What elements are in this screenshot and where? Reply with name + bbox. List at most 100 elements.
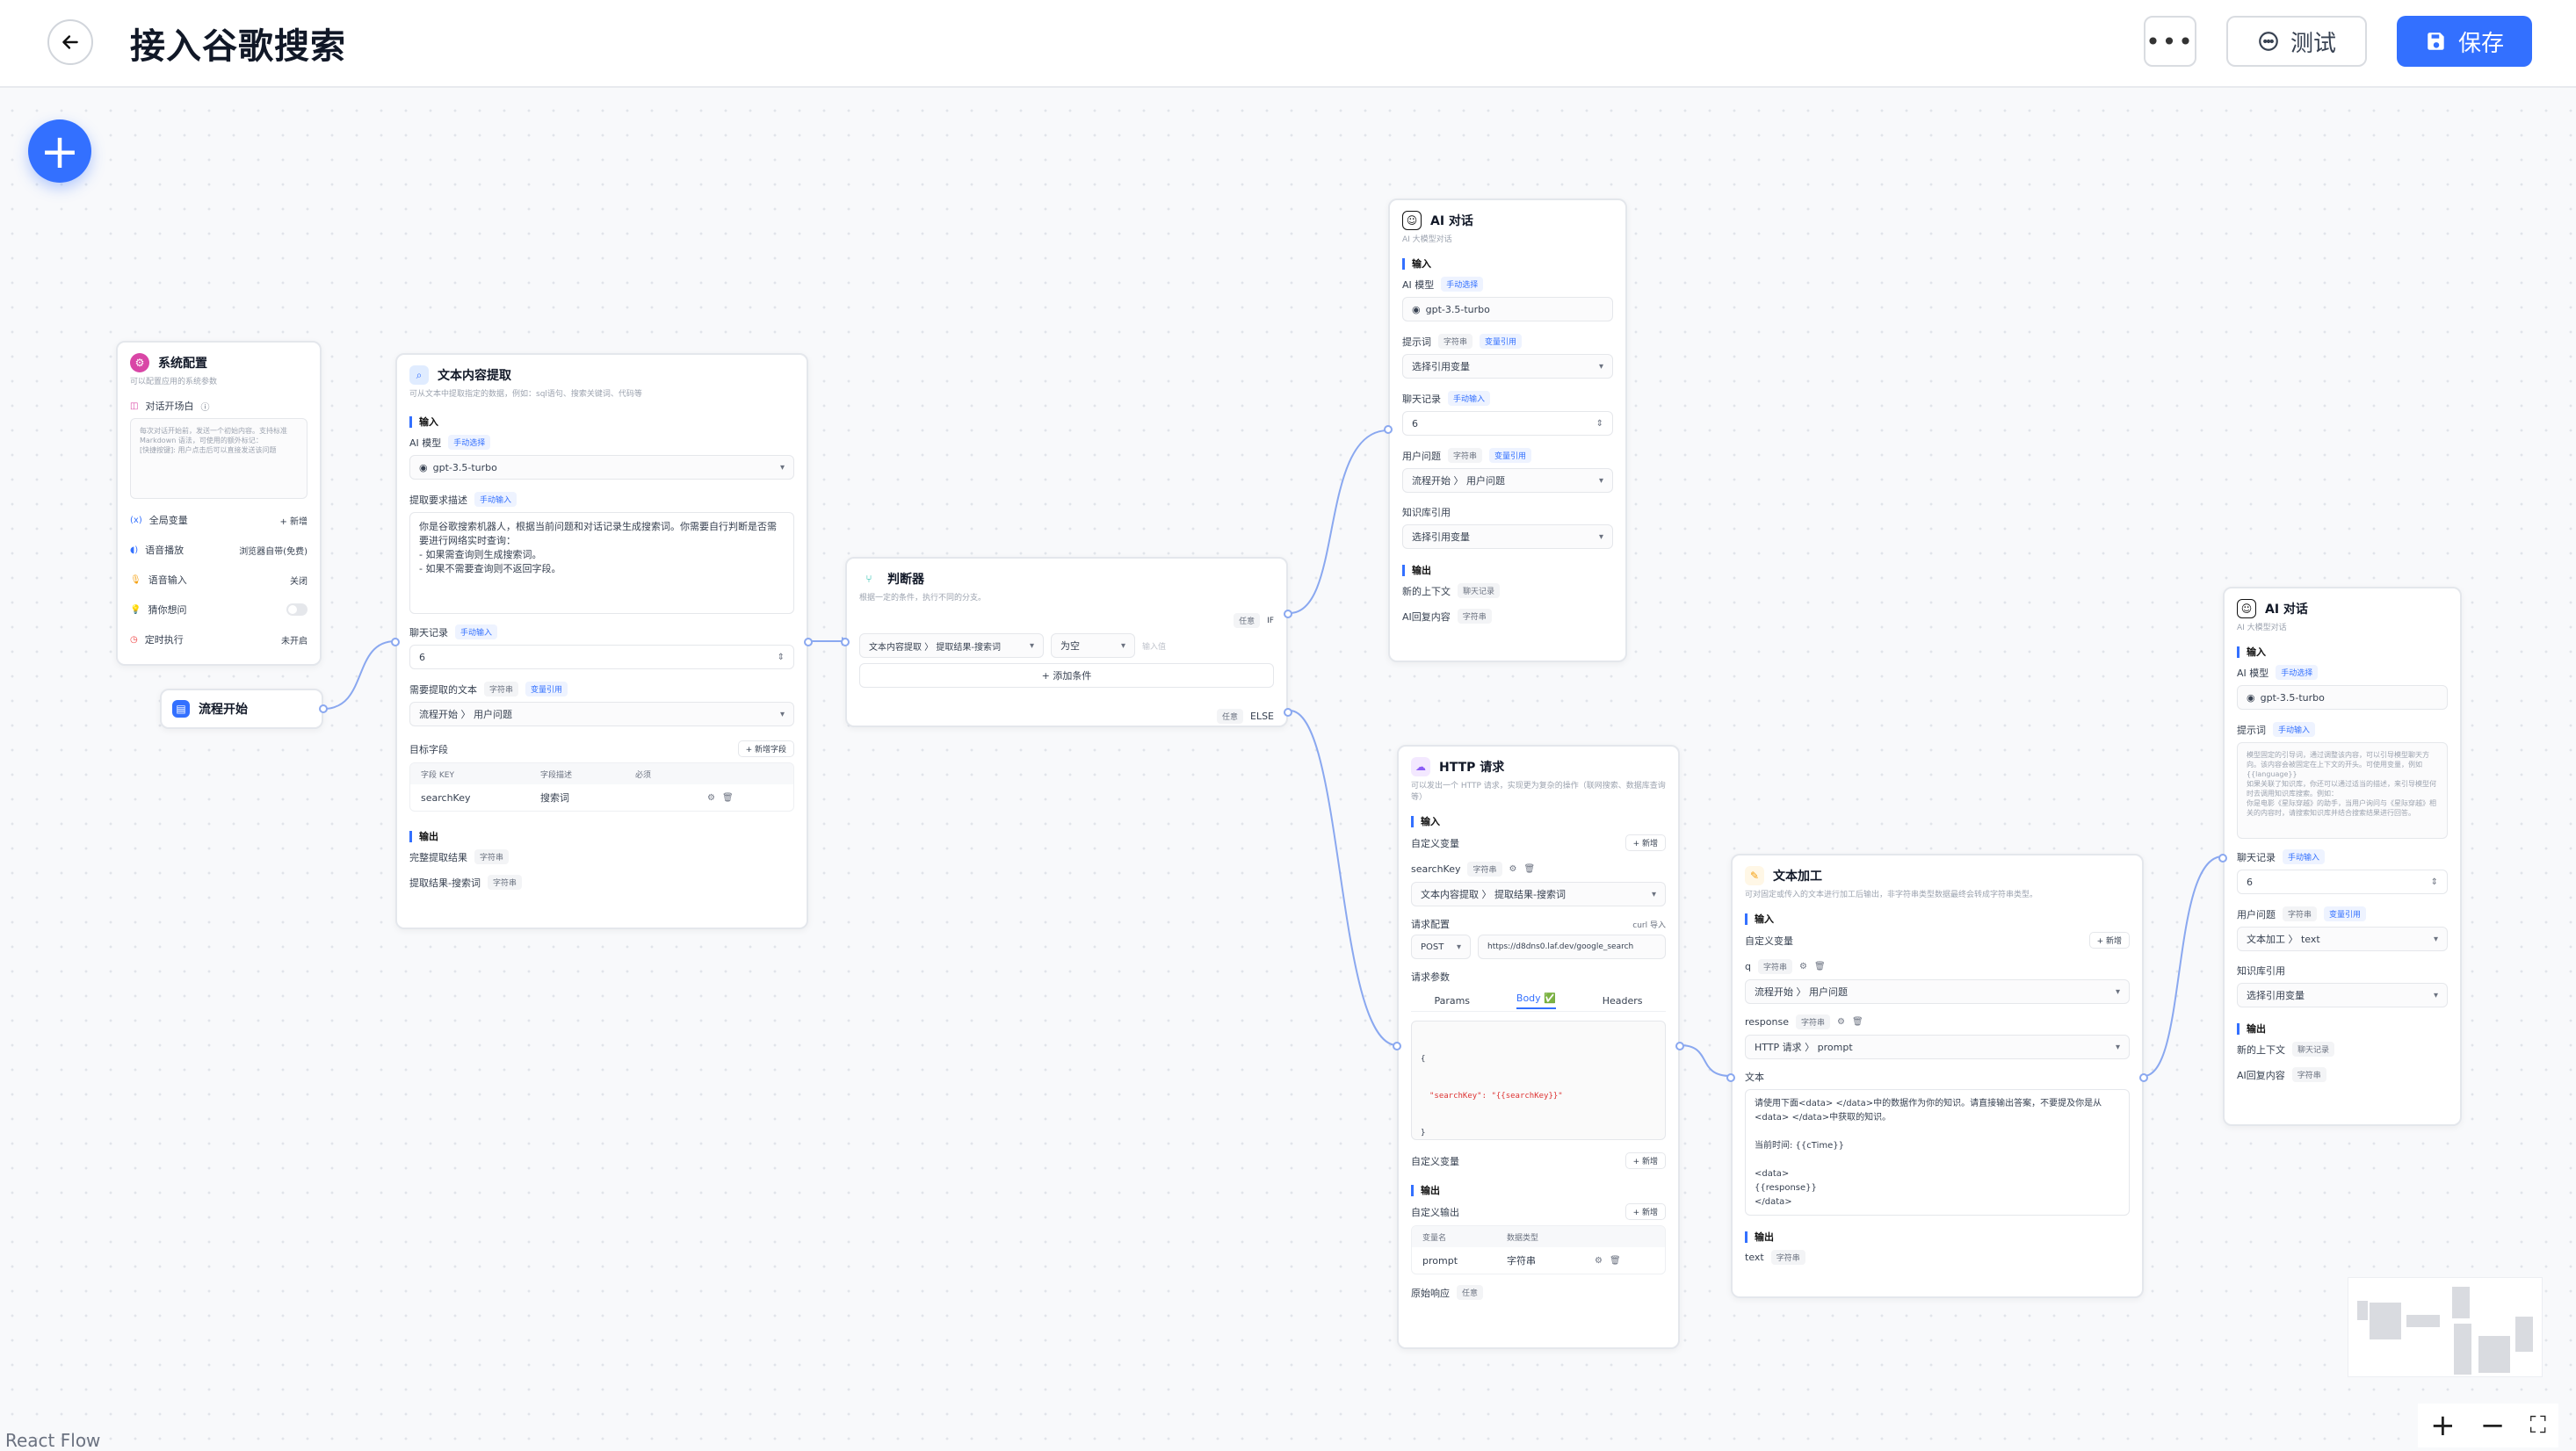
add-field-button[interactable]: + 新增字段 xyxy=(737,740,794,757)
add-node-button[interactable]: + xyxy=(28,119,91,183)
add-var-button[interactable]: + 新增 xyxy=(1624,834,1666,851)
condition-var-select[interactable]: 文本内容提取 〉 提取结果-搜索词▾ xyxy=(859,633,1044,658)
voice-input-value[interactable]: 关闭 xyxy=(290,576,308,587)
text-extract-node[interactable]: ⌕文本内容提取 可从文本中提取指定的数据，例如：sql语句、搜索关键词、代码等 … xyxy=(391,353,813,929)
input-handle[interactable] xyxy=(2218,854,2227,863)
global-var-label: 全局变量 xyxy=(148,515,188,526)
text-process-node[interactable]: ✎文本加工 可对固定或传入的文本进行加工后输出，非字符串类型数据最终会转成字符串… xyxy=(1726,854,2148,1298)
test-button[interactable]: 测试 xyxy=(2226,16,2367,67)
save-button[interactable]: 保存 xyxy=(2397,16,2532,67)
ai-model-value: gpt-3.5-turbo xyxy=(2260,691,2325,704)
method-select[interactable]: POST▾ xyxy=(1411,935,1471,959)
trash-icon[interactable]: 🗑 xyxy=(721,792,734,803)
history-stepper[interactable]: 6⇕ xyxy=(1402,411,1613,436)
input-handle[interactable] xyxy=(1726,1073,1735,1082)
else-handle[interactable] xyxy=(1284,708,1292,717)
http-request-node[interactable]: ☁HTTP 请求 可以发出一个 HTTP 请求，实现更为复杂的操作（联网搜索、数… xyxy=(1393,745,1684,1349)
input-handle[interactable] xyxy=(391,638,400,646)
kb-value: 选择引用变量 xyxy=(2247,990,2305,1001)
tts-value[interactable]: 浏览器自带(免费) xyxy=(239,546,308,557)
timer-label: 定时执行 xyxy=(144,634,184,646)
input-handle[interactable] xyxy=(1393,1042,1401,1050)
kb-select[interactable]: 选择引用变量▾ xyxy=(1402,524,1613,549)
req-config-label: 请求配置 xyxy=(1411,919,1450,930)
body-editor[interactable]: { "searchKey": "{{searchKey}}" } xyxy=(1411,1021,1666,1140)
url-input[interactable]: https://d8dns0.laf.dev/google_search xyxy=(1478,935,1666,959)
search-key-select[interactable]: 文本内容提取 〉 提取结果-搜索词▾ xyxy=(1411,882,1666,906)
settings-icon[interactable]: ⚙ xyxy=(1799,962,1807,971)
text-template[interactable]: 请使用下面<data> </data>中的数据作为你的知识。请直接输出答案，不要… xyxy=(1745,1089,2130,1216)
response-select[interactable]: HTTP 请求 〉 prompt▾ xyxy=(1745,1035,2130,1059)
var-ref-tag: 变量引用 xyxy=(1489,448,1532,463)
output-handle[interactable] xyxy=(319,704,328,713)
input-handle[interactable] xyxy=(1384,425,1393,434)
user-question-select[interactable]: 文本加工 〉 text▾ xyxy=(2237,927,2448,951)
settings-icon[interactable]: ⚙ xyxy=(1595,1255,1603,1266)
stepper-arrows-icon[interactable]: ⇕ xyxy=(777,652,785,662)
settings-icon[interactable]: ⚙ xyxy=(707,792,715,803)
ai-chat-node[interactable]: ☺AI 对话 AI 大模型对话 输入 AI 模型手动选择 ◉gpt-3.5-tu… xyxy=(1384,199,1627,662)
q-select[interactable]: 流程开始 〉 用户问题▾ xyxy=(1745,979,2130,1004)
node-desc: 可从文本中提取指定的数据，例如：sql语句、搜索关键词、代码等 xyxy=(409,390,642,399)
output-handle[interactable] xyxy=(2139,1073,2148,1082)
timer-value[interactable]: 未开启 xyxy=(281,636,308,646)
prompt-select[interactable]: 选择引用变量▾ xyxy=(1402,354,1613,379)
string-tag: 字符串 xyxy=(1795,1014,1830,1029)
text-select[interactable]: 流程开始 〉 用户问题▾ xyxy=(409,702,794,726)
stepper-arrows-icon[interactable]: ⇕ xyxy=(1596,418,1603,429)
chevron-down-icon: ▾ xyxy=(1598,475,1603,486)
add-var-button[interactable]: + 新增 xyxy=(1624,1152,1666,1169)
trash-icon[interactable]: 🗑 xyxy=(1851,1017,1863,1027)
prompt-textarea[interactable]: 模型固定的引导词，通过调整该内容，可以引导模型聊天方向。该内容会被固定在上下文的… xyxy=(2237,742,2448,839)
curl-import-button[interactable]: curl 导入 xyxy=(1632,920,1666,930)
tab-params[interactable]: Params xyxy=(1434,995,1471,1007)
add-output-button[interactable]: + 新增 xyxy=(1624,1203,1666,1220)
if-handle[interactable] xyxy=(1284,610,1292,618)
opener-textarea[interactable]: 每次对话开始前，发送一个初始内容。支持标准 Markdown 语法，可使用的额外… xyxy=(130,418,308,499)
fit-view-button[interactable]: ⛶ xyxy=(2529,1411,2546,1439)
ai-model-value: gpt-3.5-turbo xyxy=(1425,303,1490,315)
kb-select[interactable]: 选择引用变量▾ xyxy=(2237,983,2448,1007)
back-button[interactable] xyxy=(47,19,93,65)
guess-question-toggle[interactable] xyxy=(286,603,308,616)
string-tag: 字符串 xyxy=(1770,1250,1805,1265)
history-stepper[interactable]: 6⇕ xyxy=(409,645,794,669)
flow-start-node[interactable]: ▤ 流程开始 xyxy=(160,689,328,729)
node-title: 文本内容提取 xyxy=(438,369,511,383)
desc-textarea[interactable]: 你是谷歌搜索机器人，根据当前问题和对话记录生成搜索词。你需要自行判断是否需要进行… xyxy=(409,512,794,614)
history-stepper[interactable]: 6⇕ xyxy=(2237,870,2448,894)
output-handle[interactable] xyxy=(804,638,813,646)
trash-icon[interactable]: 🗑 xyxy=(1523,864,1536,874)
ai-model-select[interactable]: ◉gpt-3.5-turbo xyxy=(2237,685,2448,710)
any-tag: 任意 xyxy=(1216,709,1243,724)
zoom-out-button[interactable]: − xyxy=(2479,1408,2506,1443)
settings-icon[interactable]: ⚙ xyxy=(1509,864,1517,874)
user-question-select[interactable]: 流程开始 〉 用户问题▾ xyxy=(1402,468,1613,493)
zoom-in-button[interactable]: + xyxy=(2430,1408,2456,1443)
input-handle[interactable] xyxy=(841,638,850,646)
more-button[interactable]: ••• xyxy=(2144,16,2196,67)
ai-model-label: AI 模型 xyxy=(2237,667,2269,679)
settings-icon[interactable]: ⚙ xyxy=(1836,1017,1845,1027)
minimap[interactable] xyxy=(2348,1277,2543,1377)
ai-model-select[interactable]: ◉gpt-3.5-turbo xyxy=(1402,297,1613,321)
condition-op-select[interactable]: 为空▾ xyxy=(1051,633,1135,658)
tab-headers[interactable]: Headers xyxy=(1602,995,1643,1007)
react-flow-attribution[interactable]: React Flow xyxy=(5,1430,101,1451)
output-handle[interactable] xyxy=(1675,1042,1684,1050)
trash-icon[interactable]: 🗑 xyxy=(1609,1255,1621,1266)
stepper-arrows-icon[interactable]: ⇕ xyxy=(2430,877,2438,887)
ai-chat-node-2[interactable]: ☺AI 对话 AI 大模型对话 输入 AI 模型手动选择 ◉gpt-3.5-tu… xyxy=(2218,587,2462,1126)
condition-value-input[interactable]: 输入值 xyxy=(1142,642,1167,652)
trash-icon[interactable]: 🗑 xyxy=(1813,962,1826,971)
tab-body[interactable]: Body ✅ xyxy=(1516,993,1556,1009)
ai-model-select[interactable]: ◉gpt-3.5-turbo▾ xyxy=(409,455,794,480)
add-global-var-button[interactable]: + 新增 xyxy=(279,516,308,527)
add-var-button[interactable]: + 新增 xyxy=(2088,932,2130,949)
var-ref-tag: 变量引用 xyxy=(1480,334,1523,349)
add-condition-button[interactable]: + 添加条件 xyxy=(859,663,1274,688)
